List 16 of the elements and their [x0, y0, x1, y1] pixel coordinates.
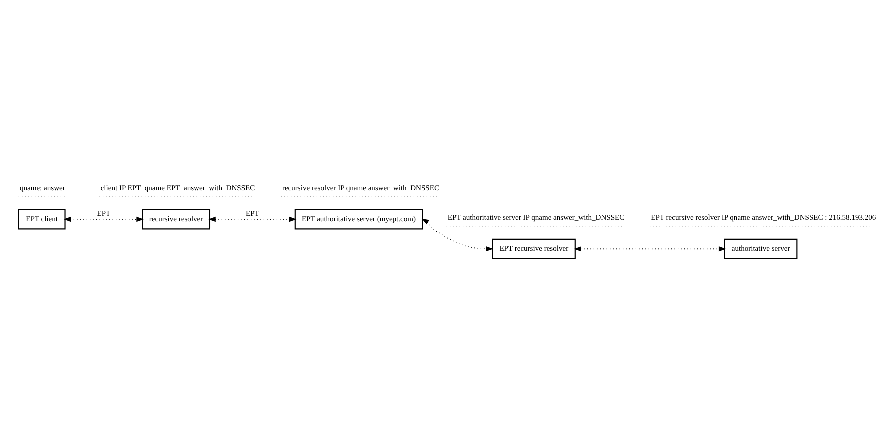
arrow [64, 216, 144, 222]
edge-label: EPT [246, 208, 260, 218]
node-box: EPT authoritative server (myept.com) [294, 208, 424, 230]
edge-label: EPT [97, 208, 111, 218]
node-box: authoritative server [724, 238, 798, 259]
node-box: EPT client [18, 208, 66, 230]
node-label: EPT authoritative server IP qname answer_with_DNSSEC [448, 212, 625, 222]
node-label: client IP EPT_qname EPT_answer_with_DNSSEC [100, 183, 256, 192]
node-label: recursive resolver IP qname answer_with_DNSSEC [282, 183, 440, 192]
arrow [208, 216, 297, 222]
node-box: recursive resolver [142, 208, 211, 230]
arrow [422, 218, 494, 252]
node-label: qname: answer [20, 183, 66, 192]
node-label: EPT recursive resolver IP qname answer_with_DNSSEC : 216.58.193.206 [651, 212, 876, 222]
node-box: EPT recursive resolver [492, 238, 576, 259]
arrow [574, 246, 726, 252]
